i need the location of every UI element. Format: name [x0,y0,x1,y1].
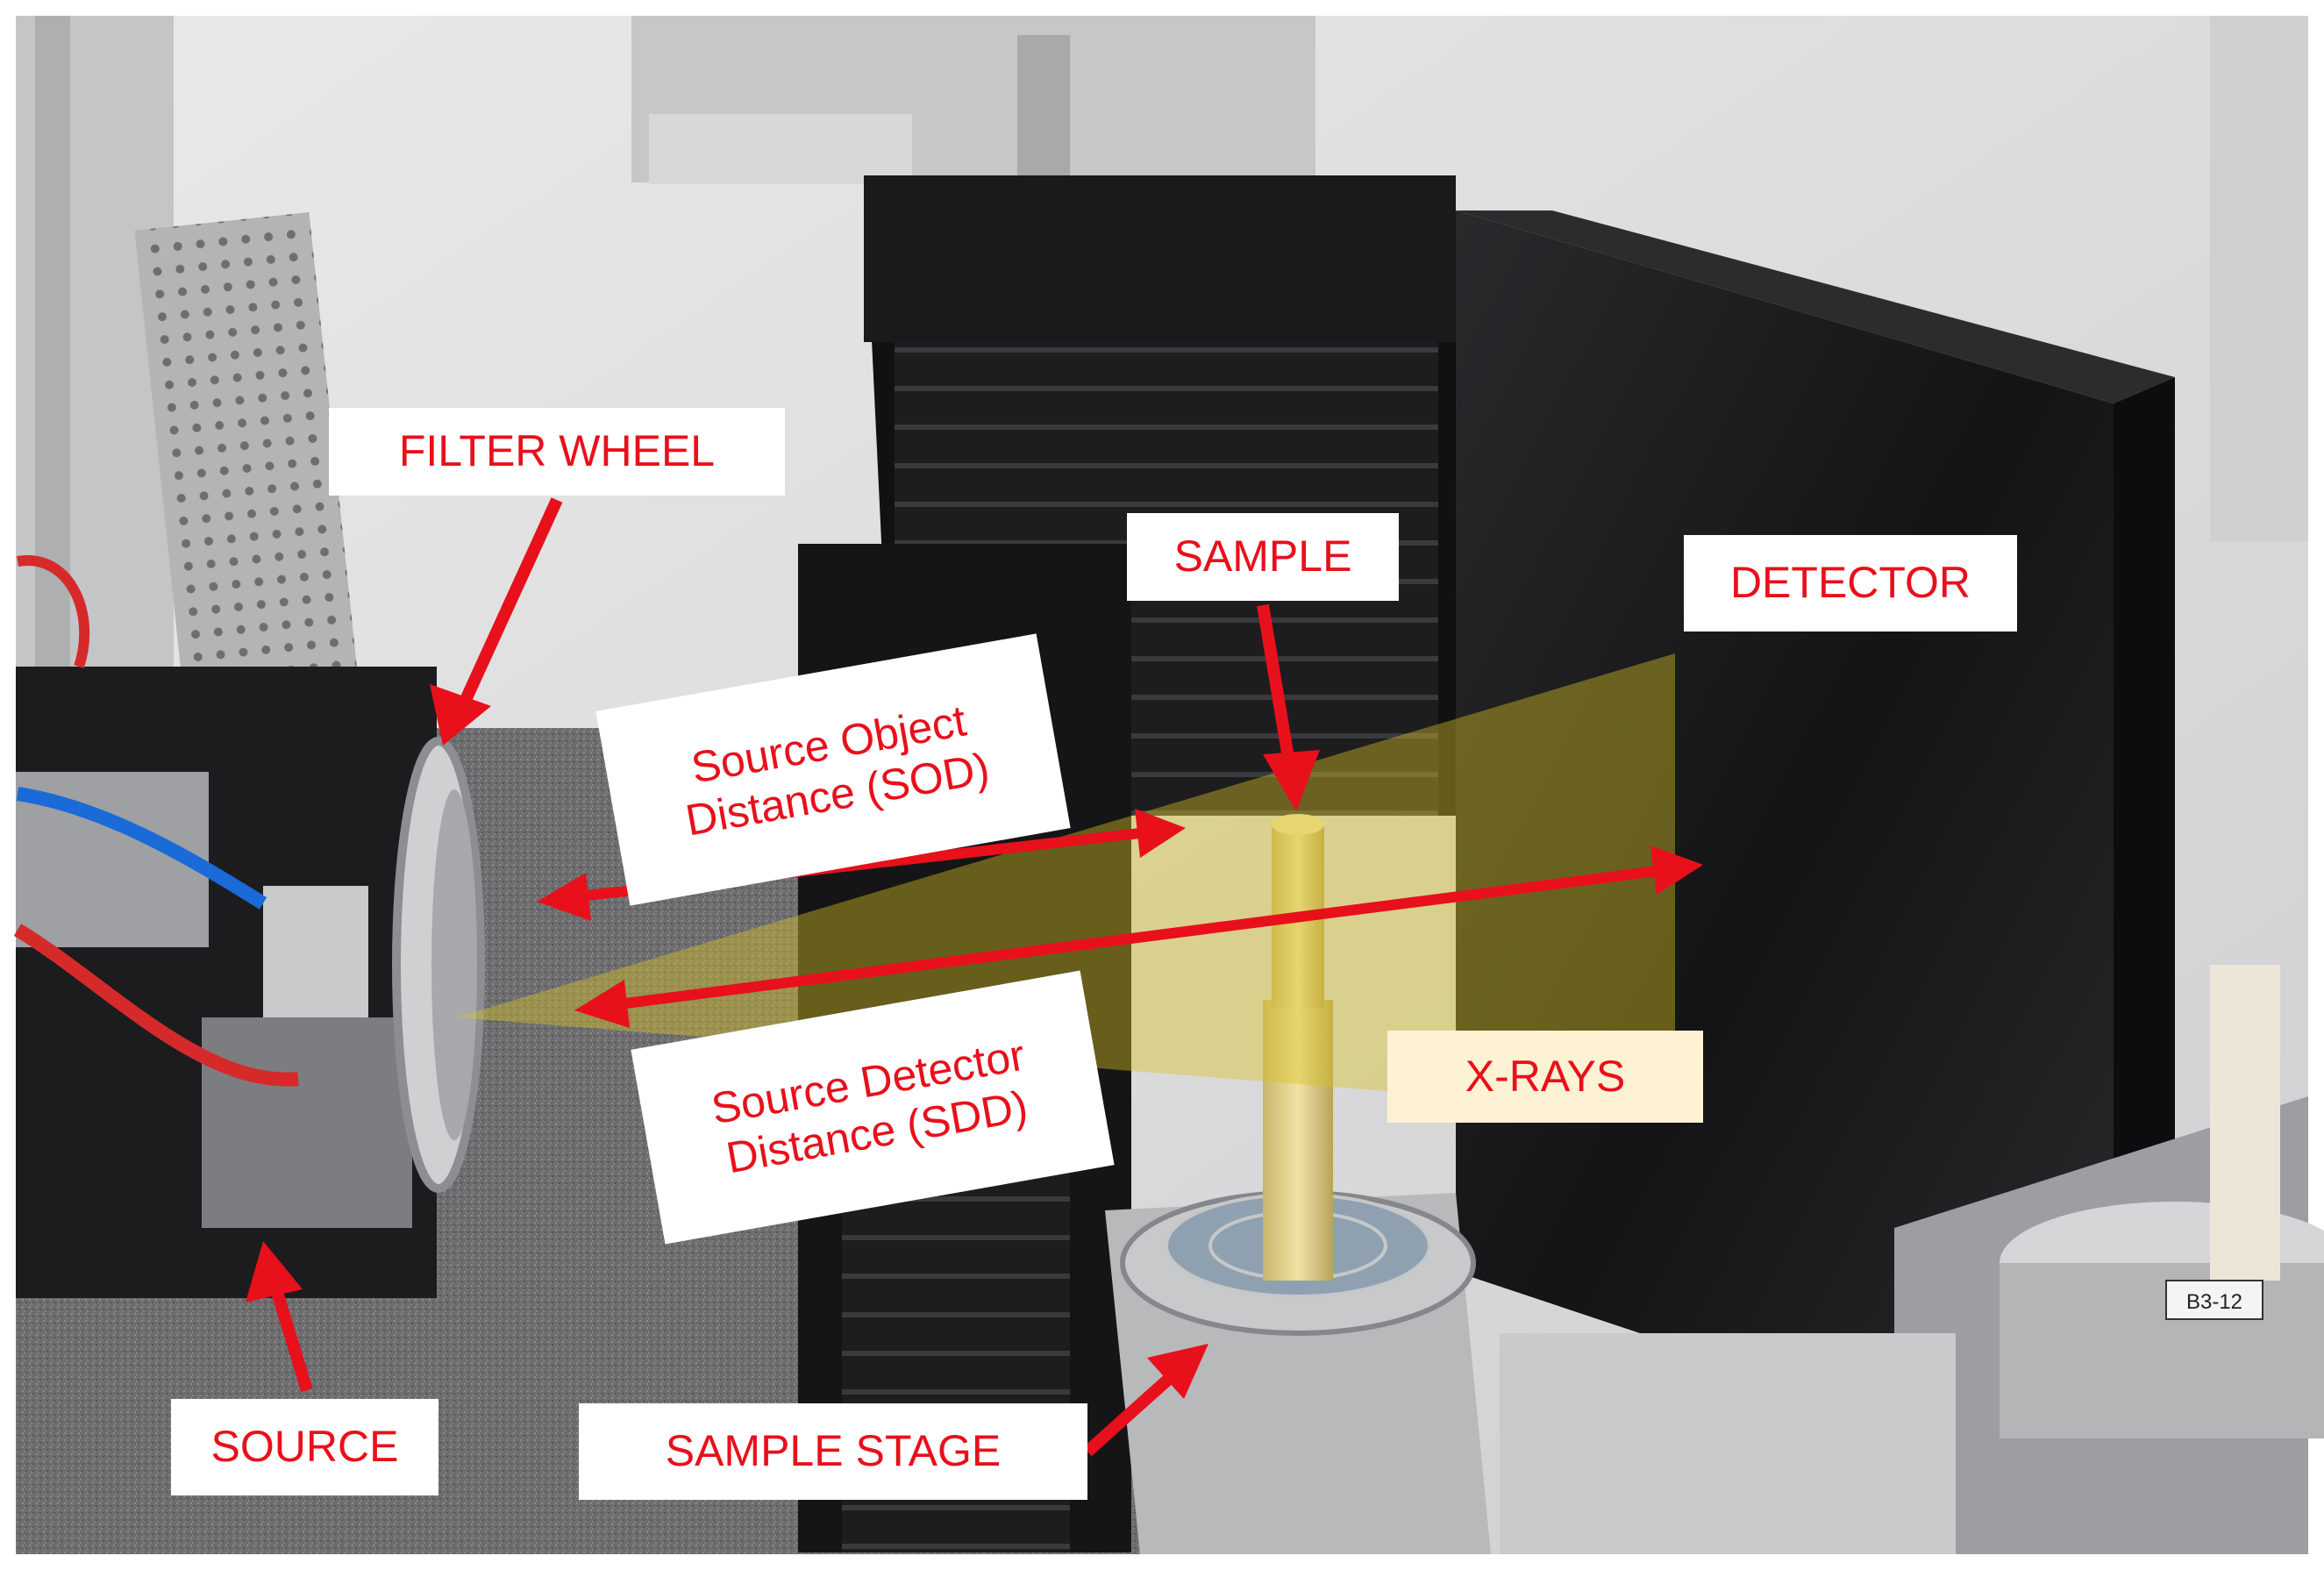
sample-stage-arrowhead [1147,1344,1208,1399]
detector-text: DETECTOR [1729,558,1971,608]
filter-wheel-arrow [459,497,563,704]
sample-stage-arrow [1083,1372,1175,1457]
source-label: SOURCE [171,1399,438,1495]
sample-label: SAMPLE [1127,513,1399,601]
detector-label: DETECTOR [1684,535,2017,632]
filter-wheel-label: FILTER WHEEL [329,408,785,496]
xrays-label: X-RAYS [1387,1031,1703,1123]
sample-stage-label: SAMPLE STAGE [579,1403,1087,1500]
filter-wheel-arrowhead [430,684,491,746]
sdd-arrowhead-right [1650,846,1703,895]
sod-arrowhead-right [1135,809,1186,858]
sample-text: SAMPLE [1173,532,1352,582]
filter-wheel-text: FILTER WHEEL [398,426,716,476]
sdd-arrow [617,866,1658,1010]
source-arrowhead [246,1241,303,1302]
sample-stage-text: SAMPLE STAGE [665,1426,1002,1476]
xray-beam [456,653,1675,1114]
sample-arrowhead [1263,750,1320,811]
sample-arrow [1257,603,1295,765]
sod-arrowhead-left [537,873,591,921]
sdd-arrowhead-left [574,980,630,1028]
source-arrow [270,1287,313,1393]
source-text: SOURCE [210,1422,399,1472]
xrays-text: X-RAYS [1465,1051,1626,1101]
sample-tag-text: B3-12 [2186,1290,2242,1314]
